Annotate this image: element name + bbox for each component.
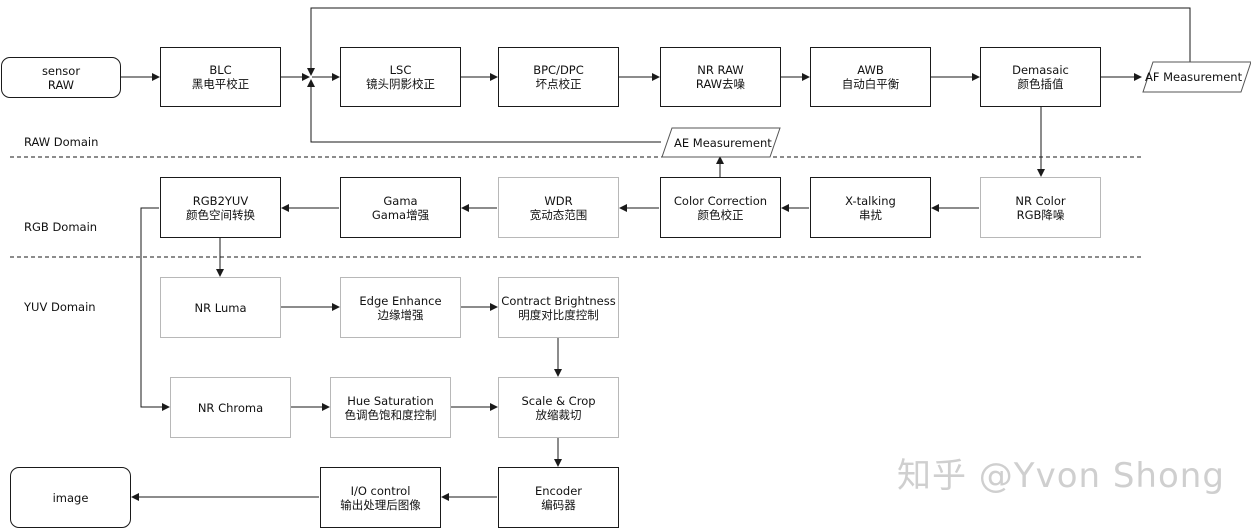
node-title: I/O control [350, 483, 411, 498]
gama-node: Gama Gama增强 [340, 177, 461, 238]
awb-node: AWB 自动白平衡 [810, 47, 931, 107]
sensor-raw-node: sensor RAW [1, 57, 121, 98]
node-subtitle: 放缩裁切 [535, 407, 582, 422]
node-title: sensor [41, 63, 81, 78]
nr-raw-node: NR RAW RAW去噪 [660, 47, 781, 107]
hue-saturation-node: Hue Saturation 色调色饱和度控制 [330, 377, 451, 438]
node-title: Scale & Crop [521, 393, 596, 408]
node-title: AWB [857, 63, 884, 77]
af-measurement-shape [1142, 61, 1251, 93]
ae-feedback-loop [307, 79, 661, 143]
scale-crop-node: Scale & Crop 放缩裁切 [498, 377, 619, 438]
node-subtitle: 颜色校正 [697, 207, 744, 222]
node-title: NR Luma [194, 300, 247, 315]
node-title: Gama [383, 193, 418, 208]
demosaic-node: Demasaic 颜色插值 [980, 47, 1101, 107]
node-title: Edge Enhance [359, 293, 442, 308]
node-title: BLC [209, 63, 232, 77]
wdr-node: WDR 宽动态范围 [498, 177, 619, 238]
watermark-text: 知乎 @Yvon Shong [897, 456, 1225, 496]
af-feedback-loop [307, 7, 1191, 76]
node-subtitle: 输出处理后图像 [340, 497, 421, 512]
edge-enhance-node: Edge Enhance 边缘增强 [340, 277, 461, 338]
node-title: RGB2YUV [192, 193, 249, 208]
node-title: Encoder [534, 483, 583, 498]
af-measurement-label: AF Measurement [1145, 70, 1243, 84]
raw-domain-label: RAW Domain [24, 135, 99, 149]
node-subtitle: 镜头阴影校正 [366, 77, 435, 91]
node-subtitle: 颜色空间转换 [186, 207, 255, 222]
node-subtitle: 明度对比度控制 [518, 307, 599, 322]
nr-luma-node: NR Luma [160, 277, 281, 338]
lsc-node: LSC 镜头阴影校正 [340, 47, 461, 107]
io-control-node: I/O control 输出处理后图像 [320, 467, 441, 528]
node-subtitle: 串扰 [859, 207, 882, 222]
node-subtitle: RAW [47, 77, 75, 92]
contract-brightness-node: Contract Brightness 明度对比度控制 [498, 277, 619, 338]
node-subtitle: 自动白平衡 [841, 77, 900, 91]
ae-measurement-shape [661, 127, 781, 158]
x-talking-node: X-talking 串扰 [810, 177, 931, 238]
node-title: LSC [389, 63, 412, 77]
node-title: Contract Brightness [501, 293, 616, 308]
bpc-dpc-node: BPC/DPC 坏点校正 [498, 47, 619, 107]
node-title: BPC/DPC [533, 63, 584, 77]
node-title: NR RAW [697, 63, 744, 77]
rgb-domain-label: RGB Domain [24, 220, 98, 234]
node-subtitle: RAW去噪 [695, 77, 746, 91]
node-title: Color Correction [673, 193, 768, 208]
ae-measurement-label: AE Measurement [674, 136, 772, 150]
blc-node: BLC 黑电平校正 [160, 47, 281, 107]
nr-color-node: NR Color RGB降噪 [980, 177, 1101, 238]
color-correction-node: Color Correction 颜色校正 [660, 177, 781, 238]
node-subtitle: 颜色插值 [1017, 77, 1064, 91]
rgb2yuv-node: RGB2YUV 颜色空间转换 [160, 177, 281, 238]
image-output-node: image [10, 467, 131, 528]
node-subtitle: RGB降噪 [1016, 207, 1065, 222]
node-subtitle: 黑电平校正 [191, 77, 250, 91]
node-subtitle: 宽动态范围 [529, 207, 588, 222]
node-title: Hue Saturation [347, 393, 434, 408]
nr-chroma-node: NR Chroma [170, 377, 291, 438]
node-subtitle: 编码器 [541, 497, 576, 512]
node-title: WDR [544, 193, 573, 208]
arrow-rgb2yuv-nrchroma [140, 207, 170, 411]
encoder-node: Encoder 编码器 [498, 467, 619, 528]
node-title: Demasaic [1012, 63, 1069, 77]
node-subtitle: 边缘增强 [377, 307, 424, 322]
node-title: image [52, 490, 89, 505]
node-title: NR Color [1015, 193, 1066, 208]
node-subtitle: 坏点校正 [535, 77, 582, 91]
node-title: X-talking [845, 193, 896, 208]
node-title: NR Chroma [197, 400, 264, 415]
node-subtitle: 色调色饱和度控制 [344, 407, 437, 422]
yuv-domain-label: YUV Domain [24, 300, 96, 314]
node-subtitle: Gama增强 [371, 207, 430, 222]
